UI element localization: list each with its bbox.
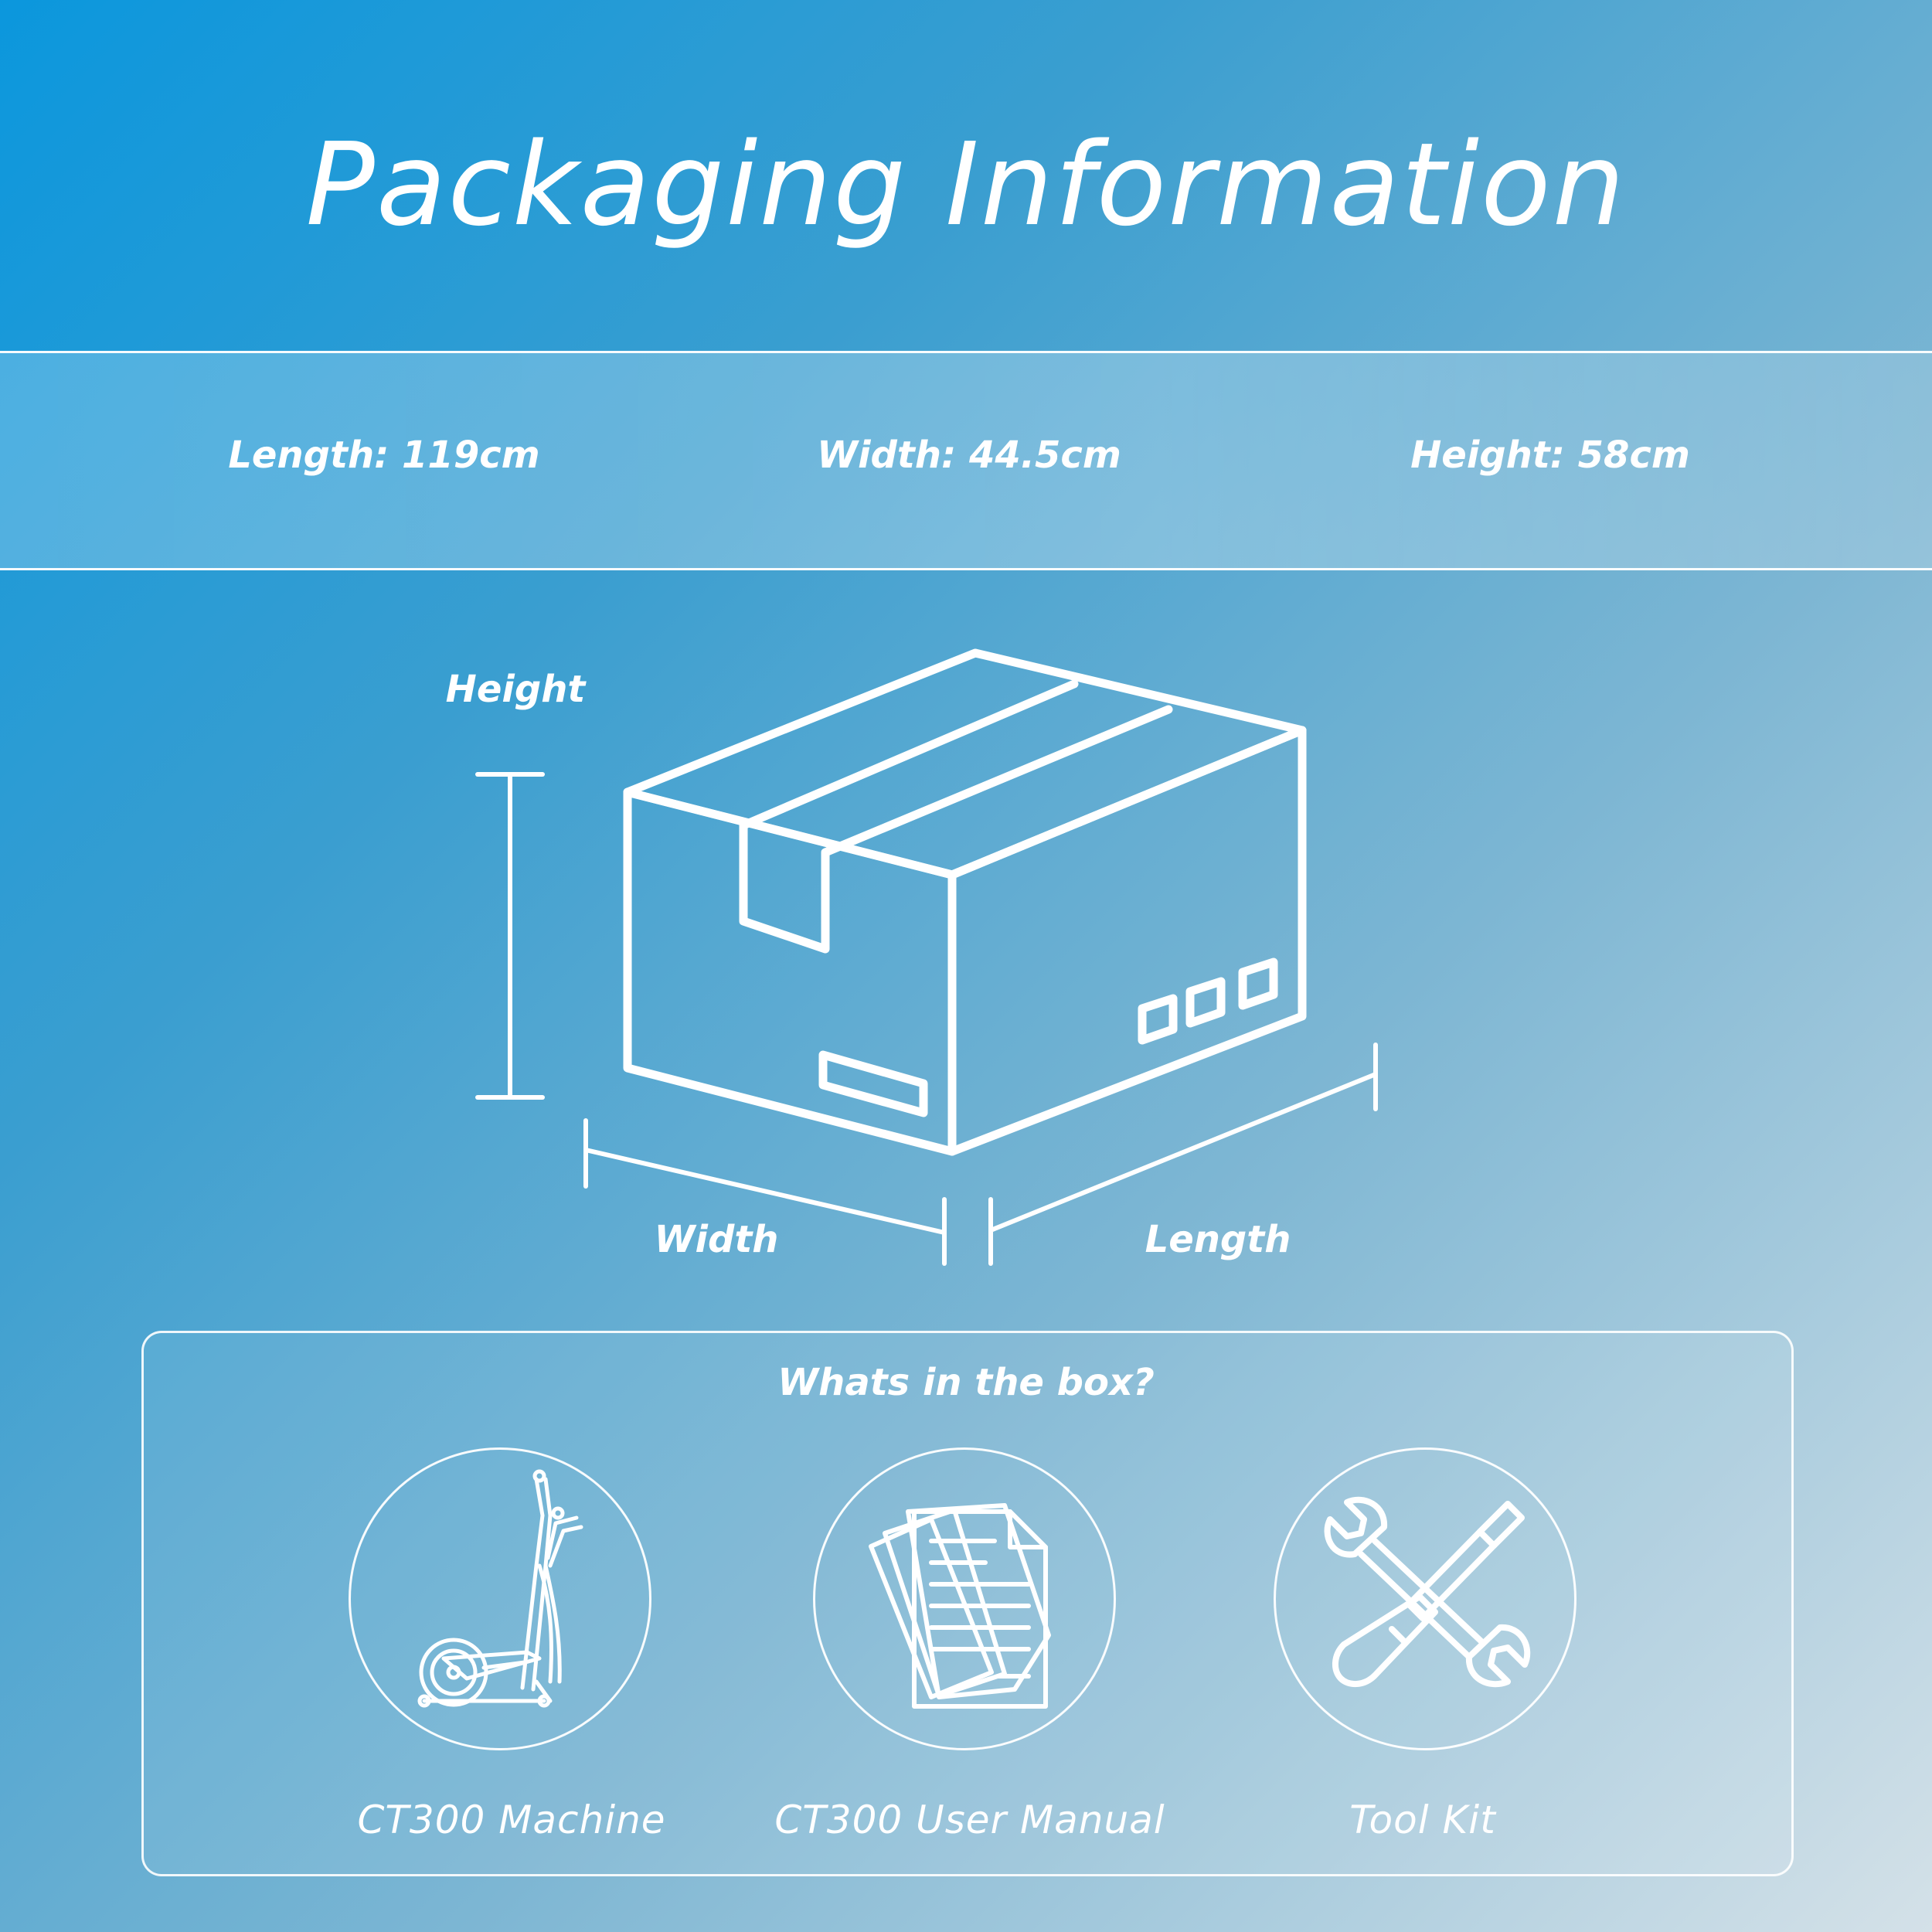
page-title: Packaging Information <box>305 118 1627 251</box>
machine-item <box>349 1447 651 1750</box>
manual-item <box>813 1447 1116 1750</box>
elliptical-trainer-icon <box>417 1469 583 1708</box>
toolkit-item <box>1274 1447 1577 1750</box>
width-axis-label: Width <box>654 1218 779 1261</box>
manual-item-label: CT300 User Manual <box>774 1798 1165 1842</box>
tools-icon <box>1324 1496 1531 1688</box>
box-contents-title: Whats in the box? <box>777 1361 1155 1404</box>
width-spec: Width: 44.5cm <box>817 434 1121 477</box>
length-axis-label: Length <box>1145 1218 1291 1261</box>
cardboard-box-icon <box>0 0 1932 1314</box>
height-spec: Height: 58cm <box>1410 434 1690 477</box>
machine-item-label: CT300 Machine <box>357 1798 666 1842</box>
dimensions-band <box>0 351 1932 570</box>
length-spec: Length: 119cm <box>228 434 540 477</box>
toolkit-item-label: Tool Kit <box>1349 1798 1496 1842</box>
height-axis-label: Height <box>445 668 586 711</box>
documents-icon <box>869 1503 1051 1709</box>
